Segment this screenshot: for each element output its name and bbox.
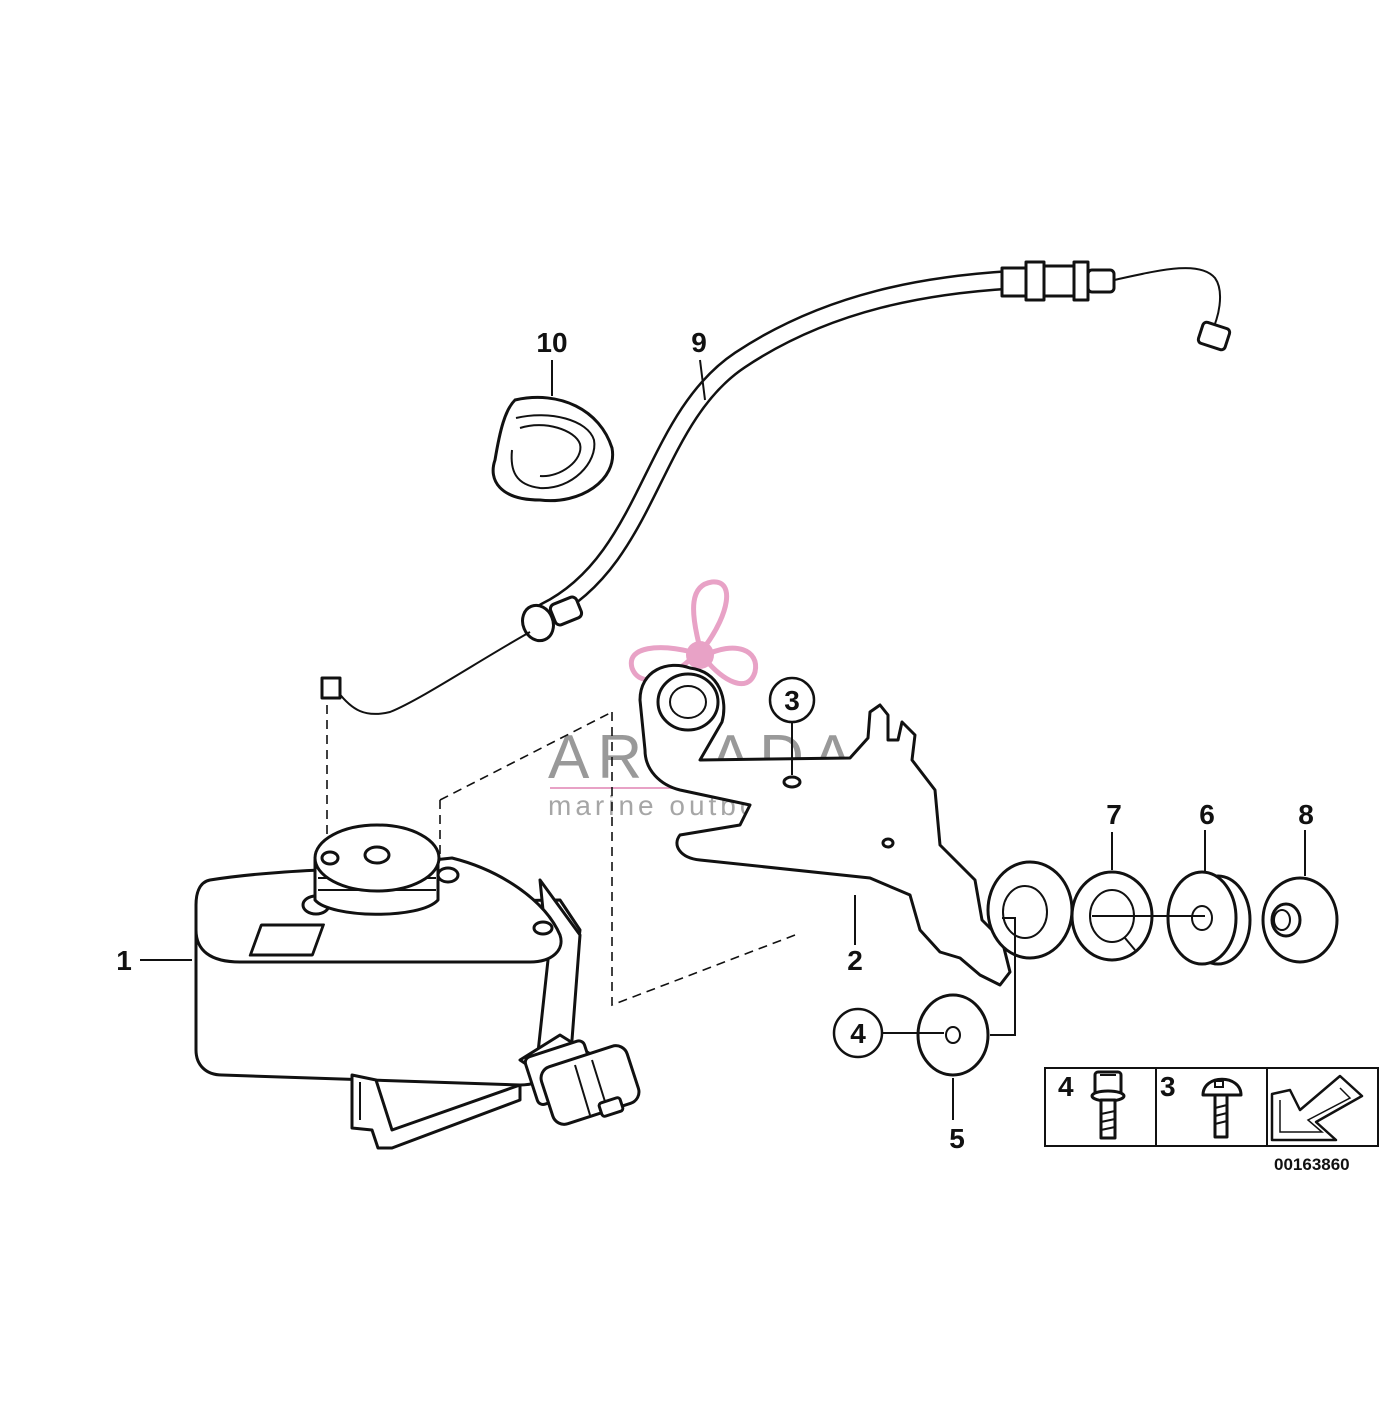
part-8-cap-washer	[1261, 876, 1339, 964]
fastener-legend: 4 3	[1044, 1067, 1379, 1147]
diagram-reference-number: 00163860	[1274, 1155, 1350, 1174]
callout-4: 4	[850, 1018, 866, 1049]
round-head-screw-icon	[1201, 1077, 1243, 1139]
part-9-cable	[320, 260, 1232, 715]
washer-5-to-bracket-line	[990, 917, 1016, 1036]
callout-1: 1	[116, 945, 132, 976]
part-1-reservoir	[194, 823, 641, 1150]
part-2-bracket	[638, 663, 1012, 987]
legend-label-bolt: 4	[1058, 1071, 1074, 1102]
washer-on-bracket	[986, 860, 1074, 960]
callout-8: 8	[1298, 799, 1314, 830]
bracket-outline-guide	[611, 712, 796, 1007]
callout-2: 2	[847, 945, 863, 976]
part-5-washer	[916, 993, 990, 1077]
callout-4-circle	[832, 1007, 884, 1059]
callout-3: 3	[784, 685, 800, 716]
bracket-top-guide	[439, 711, 613, 801]
part-10-grommet	[491, 395, 615, 503]
legend-label-screw: 3	[1160, 1071, 1176, 1102]
callout-7: 7	[1106, 799, 1122, 830]
hex-bolt-icon	[1090, 1070, 1126, 1140]
callout-3-circle	[768, 676, 816, 724]
callout-leaders	[140, 359, 1306, 1120]
part-6-rubber-mount	[1166, 870, 1252, 966]
callout-6: 6	[1199, 799, 1215, 830]
callout-9: 9	[691, 327, 707, 358]
direction-arrow-icon	[1270, 1074, 1364, 1142]
callout-5: 5	[949, 1123, 965, 1154]
callouts: 1 2 3 4 5 6 7 8 9 10	[116, 327, 1314, 1154]
callout-10: 10	[536, 327, 567, 358]
